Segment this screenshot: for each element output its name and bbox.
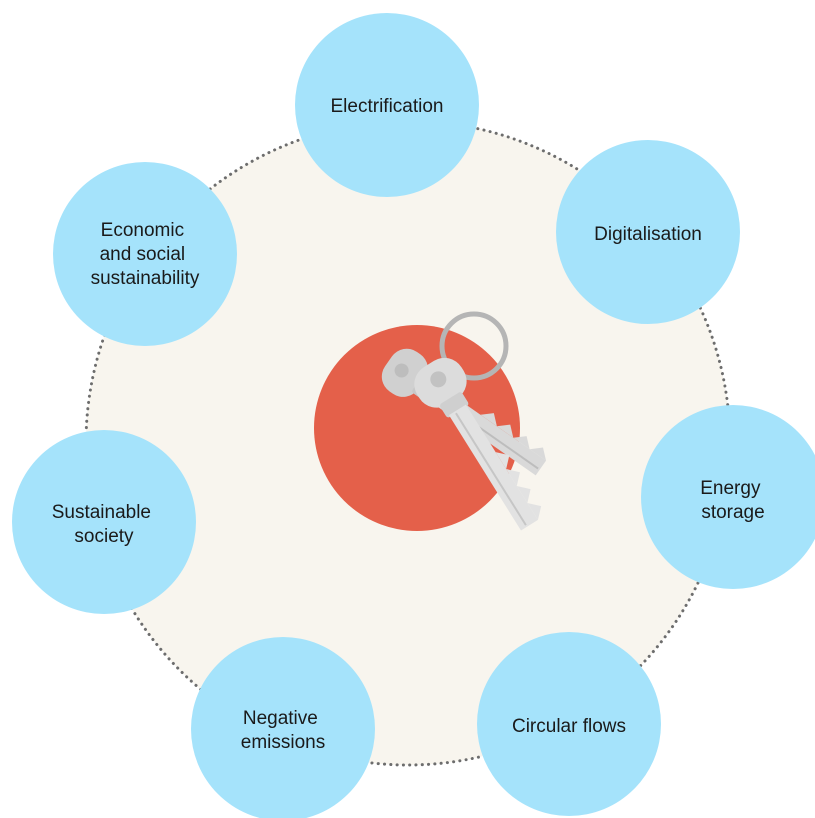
node-label: Economic and social sustainability (91, 220, 200, 289)
node-sustainable-society: Sustainable society (12, 430, 196, 614)
node-label-line: Sustainable (52, 502, 151, 523)
key-front (414, 357, 542, 531)
node-label-line: emissions (241, 732, 325, 753)
node-label: Energy storage (700, 478, 765, 523)
node-label-line: Digitalisation (594, 224, 702, 245)
node-label: Electrification (331, 96, 444, 117)
node-label-line: Negative (243, 708, 318, 729)
keys-icon (381, 311, 547, 531)
node-circle (556, 140, 740, 324)
node-label-line: Energy (700, 478, 761, 499)
node-circle (477, 632, 661, 816)
node-label-line: and social (100, 244, 186, 265)
node-label-line: Economic (101, 220, 184, 241)
node-label-line: society (74, 526, 134, 547)
node-circular-flows: Circular flows (477, 632, 661, 816)
node-label-line: Electrification (331, 96, 444, 117)
key-ring (439, 311, 509, 381)
node-economic-social-sustainability: Economic and social sustainability (53, 162, 237, 346)
node-digitalisation: Digitalisation (556, 140, 740, 324)
node-label: Sustainable society (52, 502, 157, 547)
node-label: Circular flows (512, 716, 626, 737)
node-negative-emissions: Negative emissions (191, 637, 375, 818)
node-label-line: Circular flows (512, 716, 626, 737)
node-circle (295, 13, 479, 197)
node-circle (641, 405, 815, 589)
node-circle (191, 637, 375, 818)
node-circle (12, 430, 196, 614)
node-electrification: Electrification (295, 13, 479, 197)
node-energy-storage: Energy storage (641, 405, 815, 589)
node-label: Negative emissions (241, 708, 325, 753)
node-label: Digitalisation (594, 224, 702, 245)
node-label-line: storage (701, 502, 764, 523)
node-circle (53, 162, 237, 346)
node-label-line: sustainability (91, 268, 200, 289)
